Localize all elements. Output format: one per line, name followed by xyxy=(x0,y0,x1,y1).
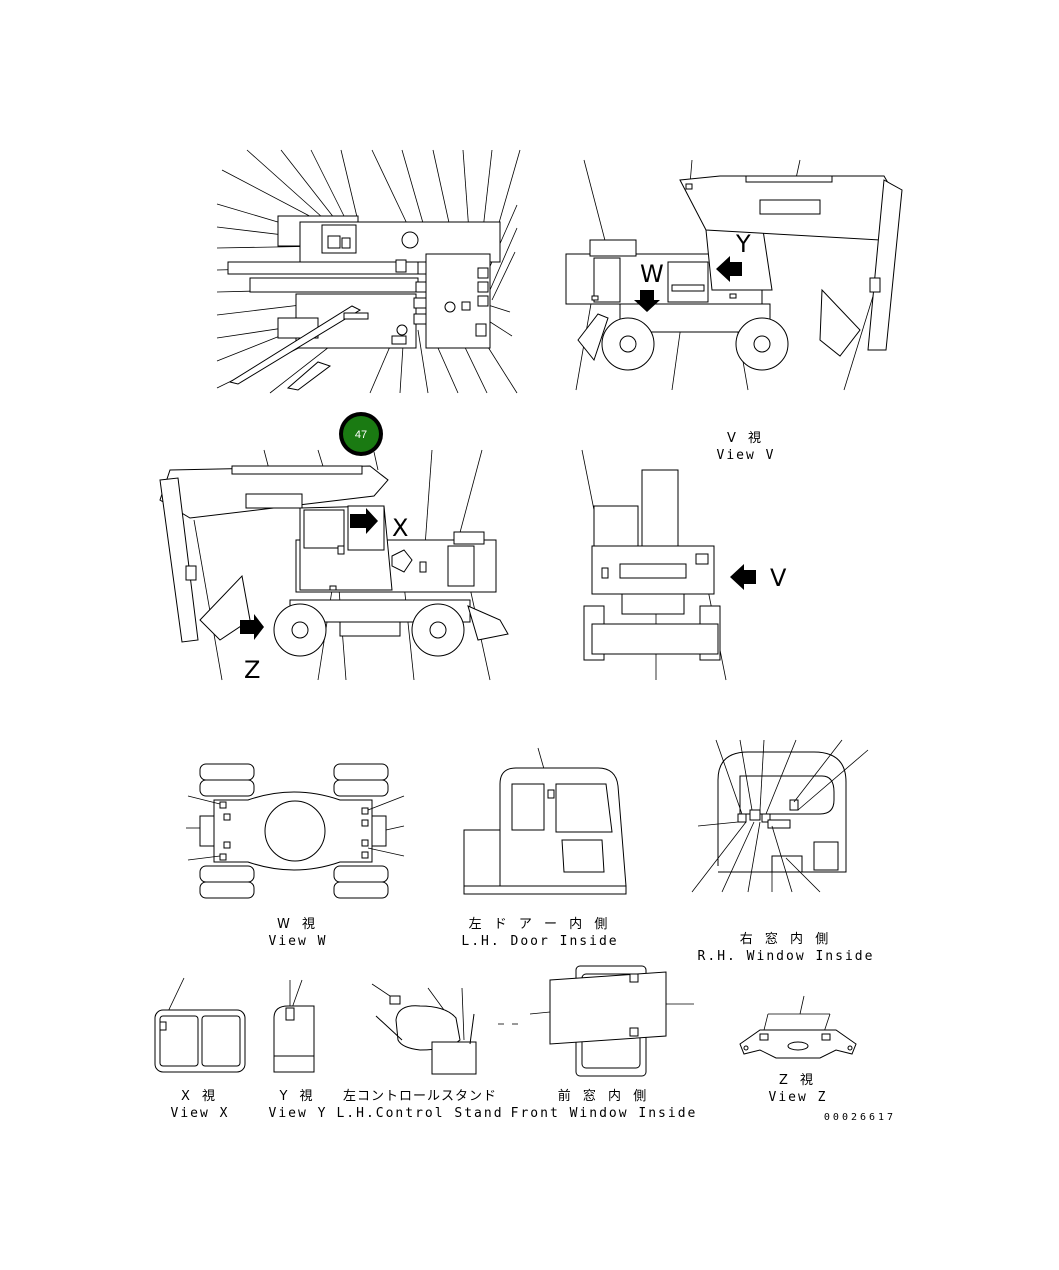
arrow-right-z xyxy=(240,614,264,640)
label-view-v-jp: V 視 xyxy=(727,431,765,446)
label-view-v-en: View V xyxy=(717,448,776,463)
label-door-en: L.H. Door Inside xyxy=(461,934,618,949)
control-stand-drawing xyxy=(371,983,477,1075)
top-right-view: W Y xyxy=(565,159,903,391)
label-view-y-jp: Y 視 xyxy=(278,1089,316,1104)
arrow-left-v xyxy=(730,564,756,590)
label-view-w-en: View W xyxy=(269,934,328,949)
label-control-stand-en: L.H.Control Stand xyxy=(336,1106,503,1121)
label-view-y-en: View Y xyxy=(269,1106,328,1121)
view-z-drawing xyxy=(739,995,857,1059)
view-x-drawing xyxy=(154,977,246,1073)
marker-label: 47 xyxy=(355,429,367,441)
front-window-drawing xyxy=(498,965,694,1077)
rh-window-drawing xyxy=(691,739,869,893)
label-door-jp: 左 ド ア ー 内 側 xyxy=(469,916,612,932)
top-left-view xyxy=(216,149,521,394)
label-view-z-en: View Z xyxy=(769,1090,828,1105)
view-y-drawing xyxy=(273,979,315,1073)
door-inside-drawing xyxy=(463,747,627,895)
letter-w: W xyxy=(640,260,664,288)
label-view-x-jp: X 視 xyxy=(181,1089,219,1104)
label-front-window-jp: 前 窓 内 側 xyxy=(558,1088,650,1104)
arrow-right-x xyxy=(350,508,378,534)
drawing-code: 00026617 xyxy=(824,1112,896,1123)
middle-right-view: V xyxy=(581,449,787,681)
label-view-w-jp: W 視 xyxy=(277,917,319,932)
letter-x: X xyxy=(392,514,408,542)
label-view-z-jp: Z 視 xyxy=(779,1073,817,1088)
label-view-x-en: View X xyxy=(171,1106,230,1121)
label-rh-window-jp: 右 窓 内 側 xyxy=(740,931,832,947)
letter-v: V xyxy=(770,564,787,592)
letter-y: Y xyxy=(735,230,751,258)
label-front-window-en: Front Window Inside xyxy=(511,1106,698,1121)
label-rh-window-en: R.H. Window Inside xyxy=(698,949,875,964)
label-control-stand-jp: 左コントロールスタンド xyxy=(343,1089,497,1104)
letter-z: Z xyxy=(244,656,260,684)
view-w-drawing xyxy=(186,763,405,899)
part-marker-47[interactable]: 47 xyxy=(339,412,383,456)
arrow-left-y xyxy=(716,256,742,282)
middle-left-view: X Z 47 xyxy=(159,412,509,684)
arrow-down-w xyxy=(634,290,660,312)
